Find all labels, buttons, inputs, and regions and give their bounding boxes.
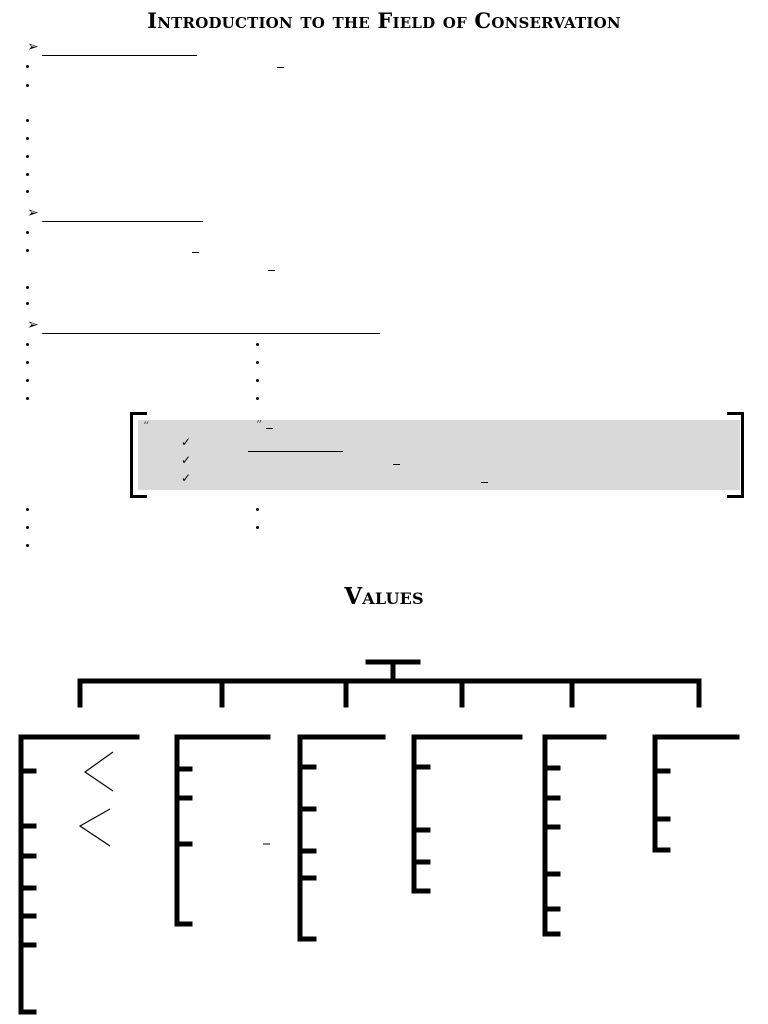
check-mark-icon: ✓ xyxy=(181,453,192,467)
callout-blank xyxy=(248,451,343,452)
value-column-5 xyxy=(542,734,607,937)
section-heading-blank-2 xyxy=(42,221,203,222)
blank-dash xyxy=(266,428,273,429)
list-bullet xyxy=(26,526,29,529)
angle-marks xyxy=(78,751,114,847)
section-heading-blank-1 xyxy=(42,55,197,56)
value-column-3 xyxy=(297,734,386,942)
list-bullet xyxy=(26,65,29,68)
list-bullet xyxy=(26,249,29,252)
value-column-4 xyxy=(411,734,523,894)
list-bullet xyxy=(26,379,29,382)
section-heading-blank-3 xyxy=(42,333,380,334)
blank-dash xyxy=(268,270,275,271)
right-bracket xyxy=(727,412,744,498)
check-mark-icon: ✓ xyxy=(181,435,192,449)
list-bullet xyxy=(26,343,29,346)
list-bullet xyxy=(256,508,259,511)
list-bullet xyxy=(26,544,29,547)
arrow-bullet-icon: ➢ xyxy=(27,39,39,55)
value-column-6 xyxy=(652,734,740,853)
blank-dash xyxy=(192,252,199,253)
left-bracket xyxy=(130,412,147,498)
list-bullet xyxy=(256,526,259,529)
list-bullet xyxy=(26,173,29,176)
value-column-1 xyxy=(18,734,140,1015)
list-bullet xyxy=(26,397,29,400)
value-column-2 xyxy=(174,734,271,927)
blank-dash xyxy=(277,67,284,68)
list-bullet xyxy=(26,231,29,234)
arrow-bullet-icon: ➢ xyxy=(27,317,39,333)
values-section-title: Values xyxy=(344,583,424,610)
blank-dash xyxy=(481,482,488,483)
open-quote: “ xyxy=(143,419,150,433)
blank-dash xyxy=(393,464,400,465)
check-mark-icon: ✓ xyxy=(181,471,192,485)
list-bullet xyxy=(26,119,29,122)
close-quote: ” xyxy=(256,418,263,432)
list-bullet xyxy=(26,190,29,193)
list-bullet xyxy=(256,397,259,400)
list-bullet xyxy=(26,361,29,364)
list-bullet xyxy=(26,137,29,140)
list-bullet xyxy=(26,155,29,158)
list-bullet xyxy=(26,508,29,511)
list-bullet xyxy=(26,286,29,289)
list-bullet xyxy=(256,379,259,382)
list-bullet xyxy=(26,84,29,87)
list-bullet xyxy=(26,302,29,305)
arrow-bullet-icon: ➢ xyxy=(27,205,39,221)
list-bullet xyxy=(256,343,259,346)
callout-box xyxy=(138,420,740,490)
document-title: Introduction to the Field of Conservatio… xyxy=(147,8,621,33)
list-bullet xyxy=(256,361,259,364)
